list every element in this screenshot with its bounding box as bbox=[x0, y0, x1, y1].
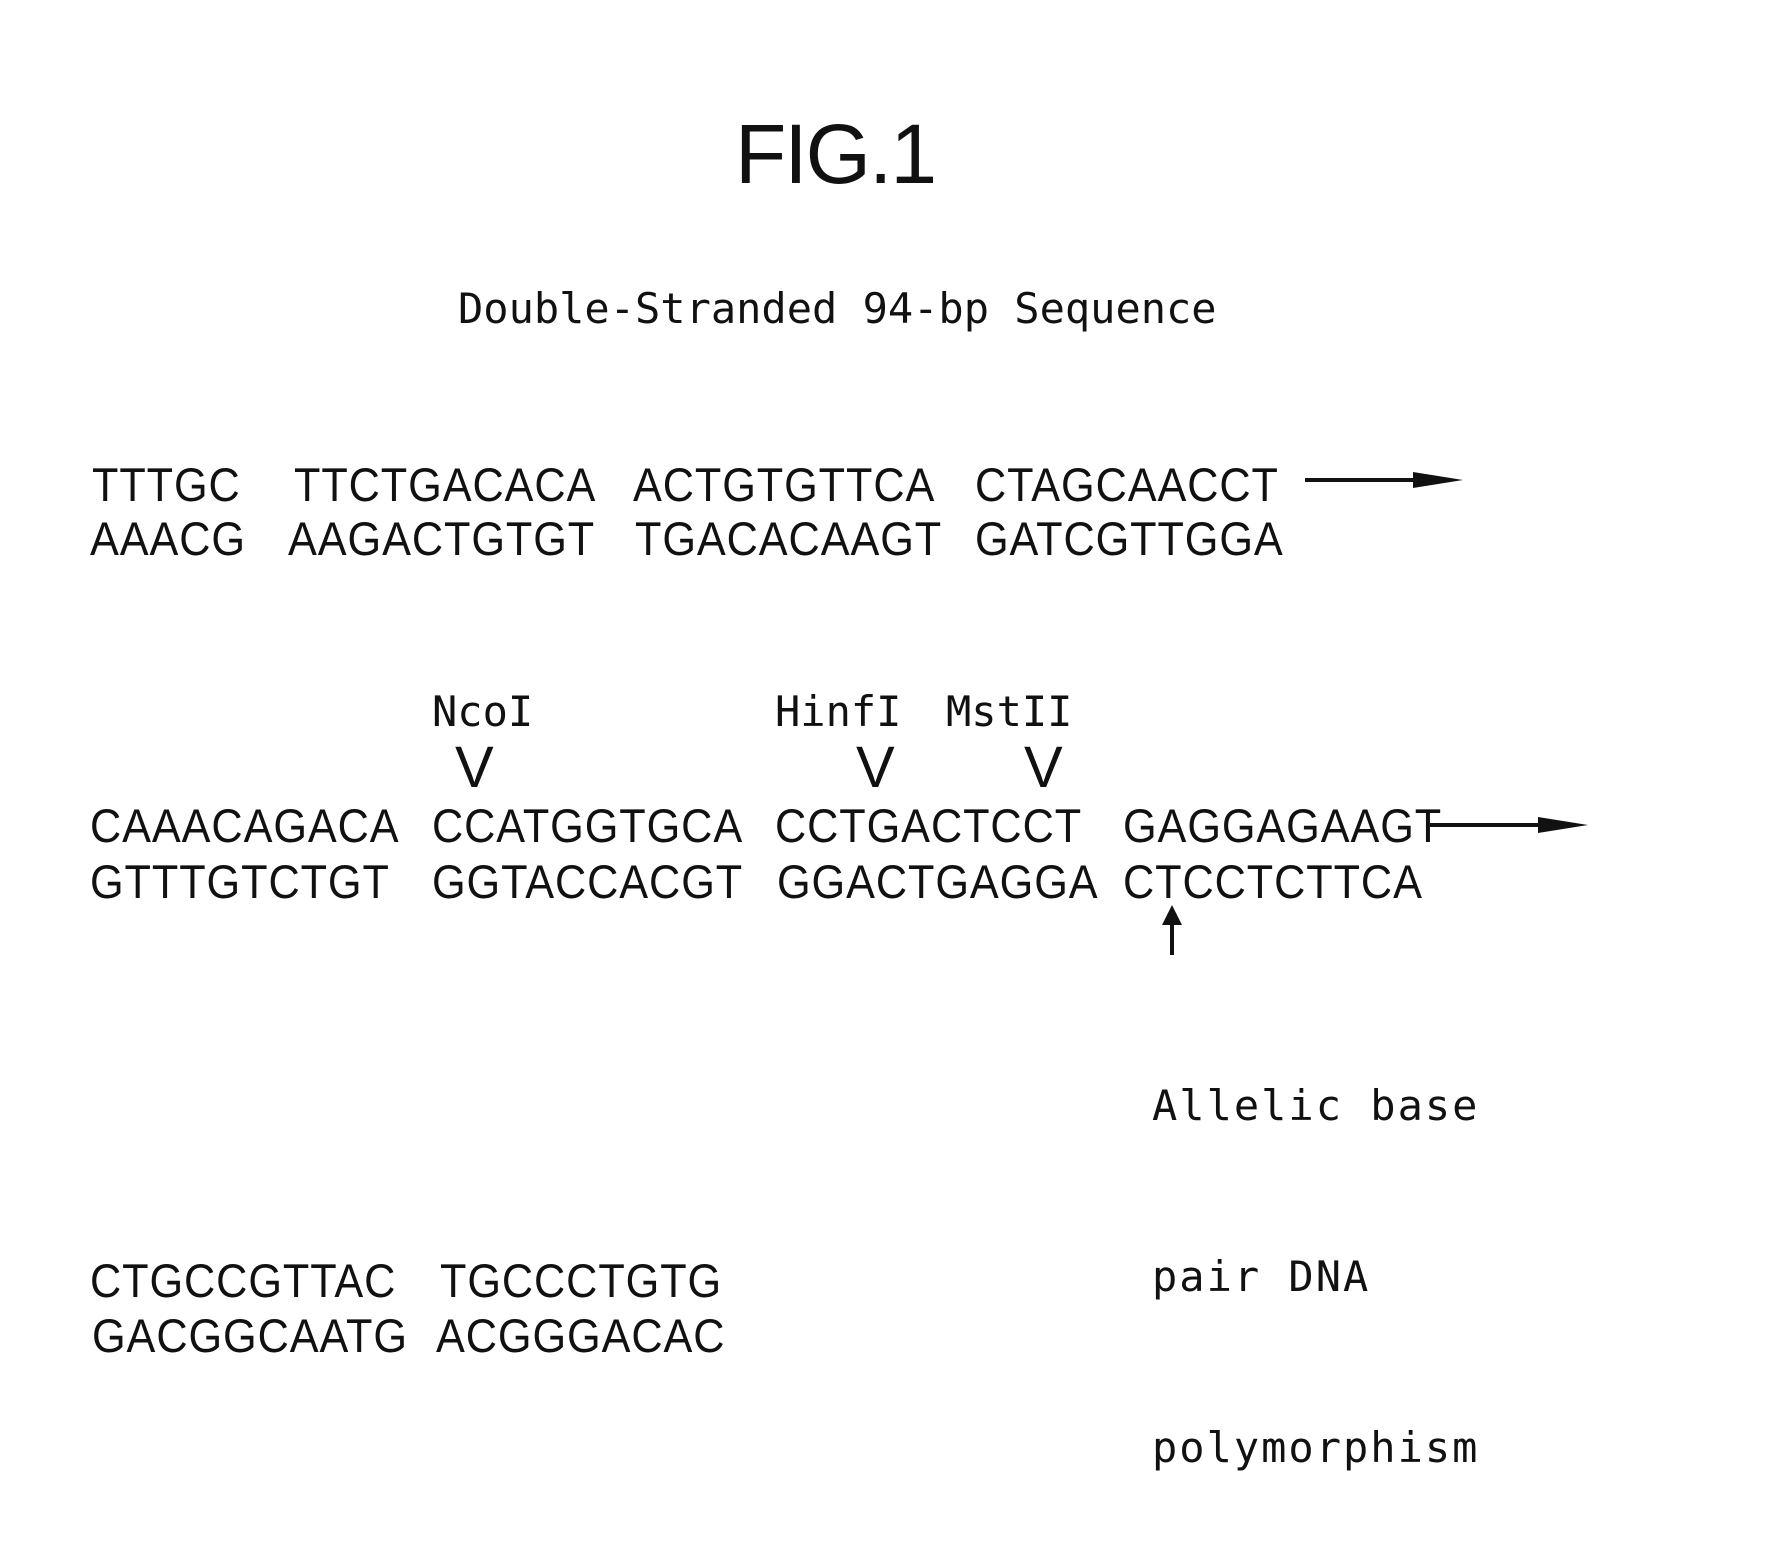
row2-bottom-seq-3: GGACTGAGGA bbox=[777, 855, 1099, 908]
row1-bottom-seq-3: TGACACAAGT bbox=[635, 512, 943, 565]
row1-top-seq-4: CTAGCAACCT bbox=[975, 458, 1279, 511]
row2-bottom-seq-2: GGTACCACGT bbox=[432, 855, 744, 908]
row2-bottom-seq-1: GTTTGTCTGT bbox=[90, 855, 390, 908]
row1-bottom-seq-2: AAGACTGTGT bbox=[288, 512, 596, 565]
row2-top-seq-2: CCATGGTGCA bbox=[432, 799, 744, 852]
ncoi-cut-marker: V bbox=[455, 735, 494, 800]
row3-bottom-seq-1: GACGGCAATG bbox=[92, 1309, 408, 1362]
row1-bottom-seq-4: GATCGTTGGA bbox=[975, 512, 1284, 565]
row1-top-seq-3: ACTGTGTTCA bbox=[633, 458, 936, 511]
row3-top-seq-2: TGCCCTGTG bbox=[440, 1254, 723, 1307]
hinfi-cut-marker: V bbox=[856, 735, 895, 800]
figure-title: FIG.1 bbox=[735, 107, 937, 201]
annotation-line-1: Allelic base bbox=[1152, 1081, 1480, 1130]
polymorphism-annotation: Allelic base pair DNA polymorphism bbox=[1152, 963, 1479, 1533]
right-arrow-icon bbox=[1430, 817, 1588, 833]
row1-top-seq-1: TTTGC bbox=[92, 458, 241, 511]
row2-top-seq-1: CAAACAGACA bbox=[90, 799, 400, 852]
annotation-line-2: pair DNA bbox=[1152, 1252, 1371, 1301]
row3-top-seq-1: CTGCCGTTAC bbox=[90, 1254, 397, 1307]
up-arrow-icon bbox=[1162, 905, 1182, 955]
row3-bottom-seq-2: ACGGGACAC bbox=[436, 1309, 726, 1362]
row2-top-seq-3: CCTGACTCCT bbox=[775, 799, 1083, 852]
hinfi-site-label: HinfI bbox=[775, 687, 902, 736]
annotation-line-3: polymorphism bbox=[1152, 1423, 1480, 1472]
figure-subtitle: Double-Stranded 94-bp Sequence bbox=[458, 284, 1217, 333]
row2-top-seq-4: GAGGAGAAGT bbox=[1123, 799, 1443, 852]
row1-bottom-seq-1: AAACG bbox=[90, 512, 246, 565]
ncoi-site-label: NcoI bbox=[432, 687, 534, 736]
mstii-cut-marker: V bbox=[1024, 735, 1063, 800]
mstii-site-label: MstII bbox=[946, 687, 1073, 736]
right-arrow-icon bbox=[1305, 472, 1463, 488]
row2-bottom-seq-4: CTCCTCTTCA bbox=[1123, 855, 1423, 908]
row1-top-seq-2: TTCTGACACA bbox=[294, 458, 597, 511]
